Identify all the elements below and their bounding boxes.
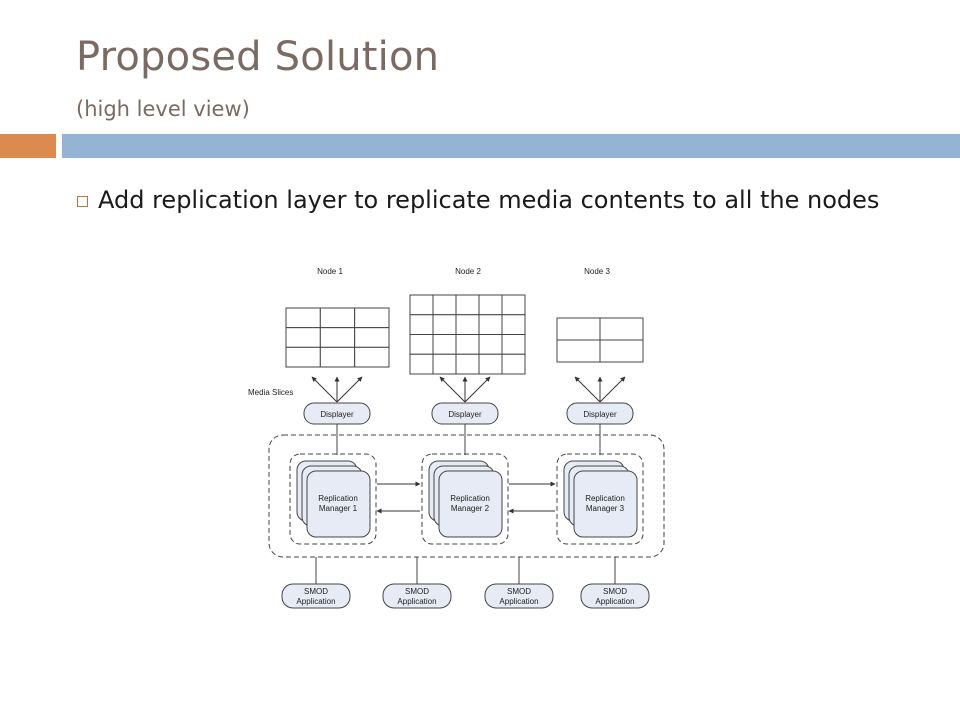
media-slice-cell	[478, 314, 503, 335]
manager-link-arrows	[376, 481, 556, 514]
bullet-square-icon	[77, 196, 88, 207]
node-label-3: Node 3	[584, 267, 610, 276]
replication-manager-group-2: Replication Manager 2	[421, 453, 509, 545]
media-slice-cell	[455, 294, 480, 316]
media-slice-cell	[501, 314, 526, 335]
smod-application-1: SMOD Application	[281, 583, 351, 609]
media-slice-cell	[501, 334, 526, 355]
media-slice-cell	[432, 334, 457, 355]
media-slice-cell	[556, 339, 601, 363]
smod-application-2: SMOD Application	[382, 583, 452, 609]
media-slice-cell	[432, 353, 457, 375]
media-slice-cell	[478, 353, 503, 375]
bullet-text: Add replication layer to replicate media…	[98, 186, 880, 214]
node-grid-2	[409, 294, 526, 375]
media-slice-cell	[455, 334, 480, 355]
media-slice-cell	[455, 353, 480, 375]
node-label-2: Node 2	[455, 267, 481, 276]
media-slices-label: Media Slices	[248, 388, 293, 397]
displayer-label: Displayer	[583, 410, 617, 419]
displayer-connectors	[336, 424, 601, 455]
application-label-line1: SMOD	[507, 587, 531, 596]
application-label-line1: SMOD	[405, 587, 429, 596]
media-slice-cell	[432, 314, 457, 335]
replication-manager-group-3: Replication Manager 3	[556, 453, 644, 545]
replication-layer-box	[268, 434, 665, 558]
displayer-2: Displayer	[431, 402, 499, 425]
application-label-line1: SMOD	[304, 587, 328, 596]
media-slice-cell	[599, 317, 644, 341]
media-slice-cell	[409, 294, 434, 316]
media-slice-cell	[409, 353, 434, 375]
application-label-line2: Application	[595, 597, 634, 606]
node-label-1: Node 1	[317, 267, 343, 276]
displayer-3: Displayer	[566, 402, 634, 425]
manager-label-line2: Manager 2	[451, 504, 490, 513]
smod-application-3: SMOD Application	[484, 583, 554, 609]
media-slice-cell	[501, 353, 526, 375]
manager-label-line1: Replication	[318, 494, 358, 503]
media-slice-cell	[409, 334, 434, 355]
application-label-line2: Application	[296, 597, 335, 606]
smod-application-4: SMOD Application	[580, 583, 650, 609]
application-label-line1: SMOD	[603, 587, 627, 596]
displayer-label: Displayer	[320, 410, 354, 419]
media-slice-cell	[354, 307, 390, 329]
media-slice-cell	[599, 339, 644, 363]
application-label-line2: Application	[499, 597, 538, 606]
media-slice-cell	[501, 294, 526, 316]
media-slice-cell	[319, 307, 356, 329]
media-slice-cell	[354, 327, 390, 348]
node-grid-1	[285, 307, 390, 368]
media-slice-cell	[285, 346, 321, 368]
media-slice-cell	[409, 314, 434, 335]
manager-label-line1: Replication	[450, 494, 490, 503]
media-slice-cell	[432, 294, 457, 316]
media-slice-cell	[455, 314, 480, 335]
displayer-label: Displayer	[448, 410, 482, 419]
media-slice-cell	[354, 346, 390, 368]
media-slice-cell	[319, 346, 356, 368]
replication-manager-group-1: Replication Manager 1	[289, 453, 377, 545]
manager-label-line1: Replication	[585, 494, 625, 503]
slide-title: Proposed Solution	[76, 34, 440, 80]
application-label-line2: Application	[397, 597, 436, 606]
application-connectors	[315, 557, 616, 584]
media-slice-cell	[478, 294, 503, 316]
slide-subtitle: (high level view)	[76, 97, 250, 121]
accent-bar-blue	[62, 134, 960, 158]
accent-bar-orange	[0, 134, 56, 158]
media-slice-cell	[285, 307, 321, 329]
media-slice-cell	[478, 334, 503, 355]
fan-arrows	[311, 376, 626, 403]
media-slice-cell	[556, 317, 601, 341]
displayer-1: Displayer	[303, 402, 371, 425]
media-slice-cell	[319, 327, 356, 348]
manager-label-line2: Manager 1	[319, 504, 358, 513]
node-grid-3	[556, 317, 644, 363]
media-slice-cell	[285, 327, 321, 348]
manager-label-line2: Manager 3	[586, 504, 625, 513]
